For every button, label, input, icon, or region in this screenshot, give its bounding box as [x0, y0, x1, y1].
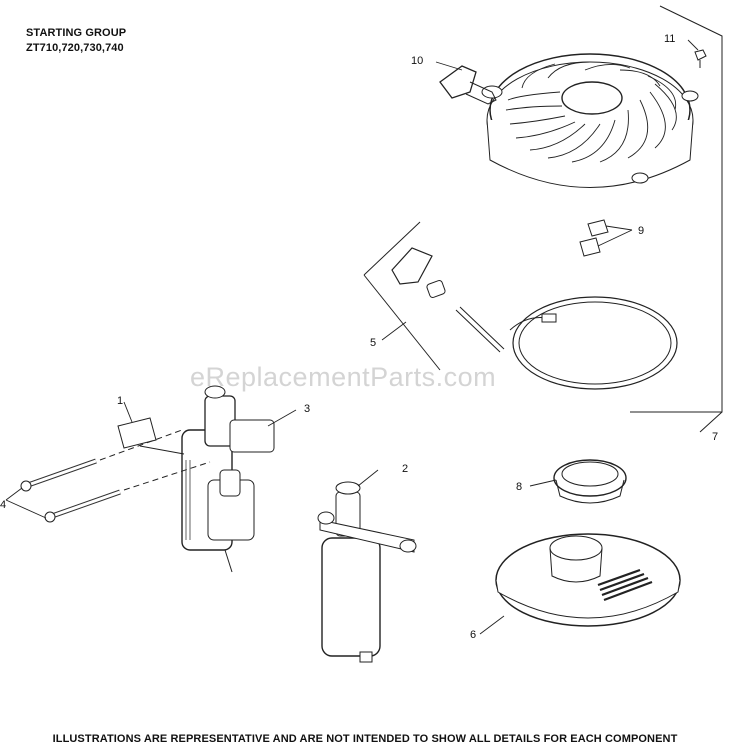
- callout-7: 7: [712, 431, 718, 443]
- callout-10: 10: [411, 55, 423, 67]
- part-3-starter-motor: [181, 385, 275, 573]
- callout-4: 4: [0, 499, 6, 511]
- diagram-title: STARTING GROUP: [26, 27, 127, 39]
- callout-11: 11: [664, 33, 675, 45]
- part-11-screw: [694, 49, 707, 68]
- callout-1: 1: [117, 395, 123, 407]
- callout-labels: 1 2 3 4 5 6 7 8 9 10 11: [0, 33, 718, 641]
- diagram-models: ZT710,720,730,740: [26, 42, 124, 54]
- callout-3: 3: [304, 403, 310, 415]
- leader-lines: [5, 39, 699, 635]
- watermark: eReplacementParts.com: [190, 362, 497, 392]
- part-9-clips: [579, 219, 609, 257]
- callout-8: 8: [516, 481, 522, 493]
- part-2-starter: [317, 481, 417, 663]
- part-4-bolts: [20, 429, 211, 523]
- callout-9: 9: [638, 225, 644, 237]
- callout-6: 6: [470, 629, 476, 641]
- disclaimer-footer: ILLUSTRATIONS ARE REPRESENTATIVE AND ARE…: [52, 733, 678, 745]
- part-5-cable-kit: [391, 247, 678, 390]
- callout-2: 2: [402, 463, 408, 475]
- part-8-cup: [553, 459, 627, 504]
- part-6-plate: [495, 533, 681, 627]
- part-1-bracket: [117, 417, 185, 455]
- group-7-frame: [363, 5, 723, 433]
- recoil-starter-housing: [481, 53, 699, 188]
- part-10-handle: [439, 65, 497, 105]
- callout-5: 5: [370, 337, 376, 349]
